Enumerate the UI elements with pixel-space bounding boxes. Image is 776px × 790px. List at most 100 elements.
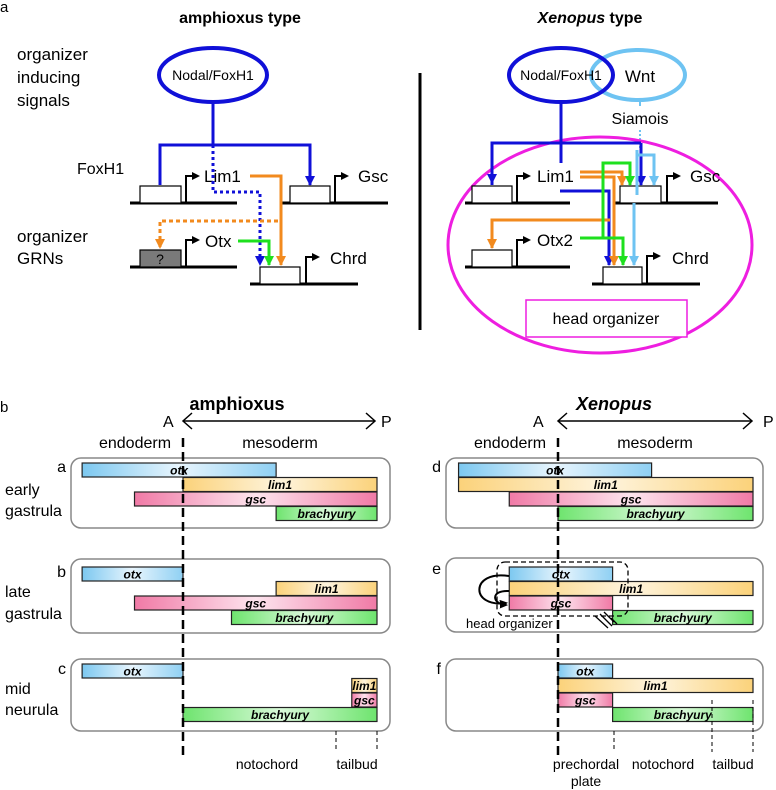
bar-label: lim1 xyxy=(619,582,643,596)
gene-unknown-amphioxus: ? Otx xyxy=(130,232,237,269)
bar-xenopus-mid_neurula-brachyury: brachyury xyxy=(611,706,754,723)
bar-label: otx xyxy=(124,568,143,582)
svg-text:c: c xyxy=(58,661,66,678)
svg-text:signals: signals xyxy=(17,91,70,110)
bar-label: lim1 xyxy=(643,679,667,693)
wnt-signal-ellipse xyxy=(589,48,687,102)
gene-chrd-xenopus: Chrd xyxy=(592,249,709,286)
svg-text:P: P xyxy=(763,414,774,431)
bar-amphioxus-late_gastrula-gsc: gsc xyxy=(133,595,378,611)
svg-text:P: P xyxy=(381,414,392,431)
svg-text:Otx: Otx xyxy=(205,232,232,251)
bar-xenopus-mid_neurula-otx: otx xyxy=(557,663,614,679)
svg-text:mid: mid xyxy=(5,681,31,698)
bar-label: brachyury xyxy=(275,611,334,625)
svg-text:Lim1: Lim1 xyxy=(537,167,574,186)
svg-text:?: ? xyxy=(156,251,164,267)
bar-amphioxus-early_gastrula-brachyury: brachyury xyxy=(275,505,378,522)
svg-text:early: early xyxy=(5,482,40,499)
bottom-region-labels-amphioxus: notochord tailbud xyxy=(236,731,378,772)
bar-label: otx xyxy=(124,665,143,679)
svg-text:organizer: organizer xyxy=(17,45,88,64)
bar-xenopus-mid_neurula-gsc: gsc xyxy=(557,692,614,708)
svg-text:gastrula: gastrula xyxy=(5,606,62,623)
svg-text:mesoderm: mesoderm xyxy=(242,435,318,452)
gene-chrd-amphioxus: Chrd xyxy=(250,249,367,286)
bar-label: gsc xyxy=(620,493,642,507)
bar-xenopus-early_gastrula-gsc: gsc xyxy=(508,491,754,507)
stage-box-a xyxy=(70,457,391,529)
stage-box-e xyxy=(445,557,764,633)
stage-box-c xyxy=(70,658,391,732)
gene-gsc-xenopus: Gsc xyxy=(615,167,721,205)
xenopus-type-title: Xenopus type xyxy=(537,10,643,27)
bar-xenopus-early_gastrula-brachyury: brachyury xyxy=(557,505,754,522)
bar-amphioxus-late_gastrula-brachyury: brachyury xyxy=(230,609,378,626)
stage-box-b xyxy=(70,558,391,634)
bar-amphioxus-late_gastrula-otx: otx xyxy=(81,566,184,582)
bar-label: gsc xyxy=(353,694,375,708)
bar-amphioxus-mid_neurula-gsc: gsc xyxy=(351,692,378,708)
svg-text:b: b xyxy=(57,564,66,581)
svg-text:f: f xyxy=(437,661,442,678)
bar-label: gsc xyxy=(244,493,266,507)
bar-amphioxus-early_gastrula-lim1: lim1 xyxy=(182,476,378,493)
bar-label: lim1 xyxy=(315,582,339,596)
bar-label: otx xyxy=(576,665,595,679)
wnt-label: Wnt xyxy=(625,67,656,86)
amphioxus-type-title: amphioxus type xyxy=(179,10,301,27)
stage-labels: a early gastrula b late gastrula c mid n… xyxy=(5,459,442,719)
panel-a-label: a xyxy=(0,0,9,16)
row-label-grns: organizer GRNs xyxy=(17,227,88,268)
otx2-edges-xenopus xyxy=(580,161,635,266)
foxh1-label: FoxH1 xyxy=(77,161,124,178)
bar-label: brachyury xyxy=(251,708,310,722)
svg-text:Chrd: Chrd xyxy=(330,249,367,268)
svg-text:A: A xyxy=(533,414,544,431)
bottom-region-labels-xenopus: prechordal plate notochord tailbud xyxy=(553,700,754,789)
gene-lim1-amphioxus: Lim1 xyxy=(130,167,241,205)
edge-lim1-to-chrd xyxy=(250,174,286,266)
bar-label: otx xyxy=(170,464,189,478)
bar-label: brachyury xyxy=(298,507,357,521)
svg-text:endoderm: endoderm xyxy=(474,435,546,452)
bar-label: gsc xyxy=(574,694,596,708)
edge-lim1-to-unknown-dotted xyxy=(155,219,278,249)
lim1-edges-xenopus xyxy=(487,170,627,266)
svg-text:Gsc: Gsc xyxy=(690,167,721,186)
gene-lim1-xenopus: Lim1 xyxy=(465,167,574,205)
svg-text:neurula: neurula xyxy=(5,702,58,719)
bar-label: otx xyxy=(546,464,565,478)
head-organizer-box xyxy=(525,299,688,338)
bar-xenopus-late_gastrula-gsc: gsc xyxy=(508,595,614,611)
gene-otx2-xenopus: Otx2 xyxy=(465,231,573,269)
svg-text:Chrd: Chrd xyxy=(672,249,709,268)
nodal-foxh1-label: Nodal/FoxH1 xyxy=(172,67,254,83)
nodal-edges-xenopus xyxy=(487,102,646,266)
bar-amphioxus-late_gastrula-lim1: lim1 xyxy=(275,580,378,597)
svg-text:late: late xyxy=(5,584,31,601)
svg-text:endoderm: endoderm xyxy=(99,435,171,452)
ap-axis-xenopus: A P endoderm mesoderm xyxy=(474,412,774,452)
bar-amphioxus-mid_neurula-lim1: lim1 xyxy=(351,677,378,694)
svg-text:tailbud: tailbud xyxy=(712,756,753,772)
svg-text:tailbud: tailbud xyxy=(336,756,377,772)
panel-b-label: b xyxy=(0,399,8,416)
bar-xenopus-early_gastrula-otx: otx xyxy=(457,462,653,478)
gene-gsc-amphioxus: Gsc xyxy=(280,167,389,205)
xenopus-title: Xenopus xyxy=(575,394,652,414)
svg-text:GRNs: GRNs xyxy=(17,249,63,268)
svg-text:gastrula: gastrula xyxy=(5,503,62,520)
bar-label: otx xyxy=(552,568,571,582)
bar-label: gsc xyxy=(244,597,266,611)
svg-text:head organizer: head organizer xyxy=(466,616,553,631)
wnt-edges-xenopus xyxy=(629,150,659,266)
bar-xenopus-mid_neurula-lim1: lim1 xyxy=(557,677,754,694)
bar-xenopus-late_gastrula-lim1: lim1 xyxy=(508,580,754,597)
nodal-foxh1-label-xenopus: Nodal/FoxH1 xyxy=(520,67,602,83)
svg-text:Gsc: Gsc xyxy=(358,167,389,186)
ap-axis-amphioxus: A P endoderm mesoderm xyxy=(99,412,392,452)
bar-xenopus-late_gastrula-brachyury: brachyury xyxy=(611,609,754,626)
svg-text:e: e xyxy=(432,561,441,578)
bar-label: brachyury xyxy=(654,708,713,722)
